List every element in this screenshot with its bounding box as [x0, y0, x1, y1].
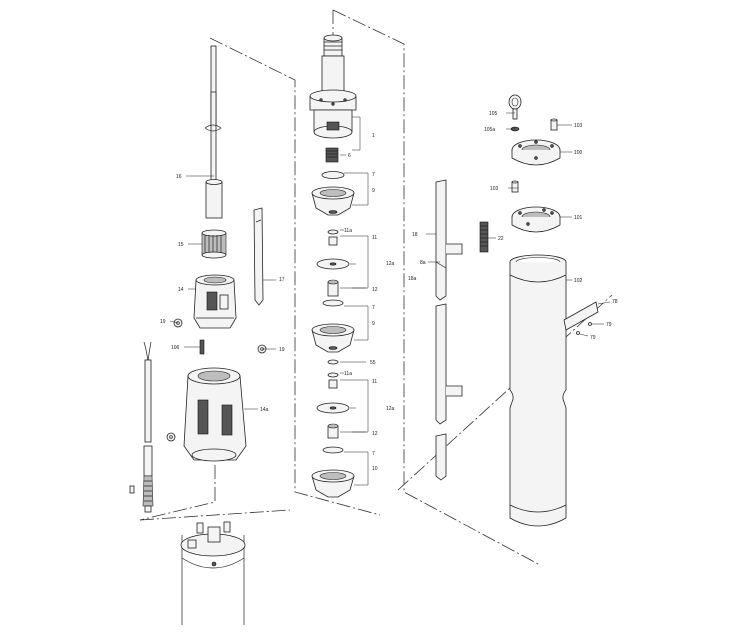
upper-flange — [511, 139, 561, 166]
cable-guard-upper — [435, 179, 463, 301]
stage-bowl-upper — [311, 171, 355, 216]
coupling-sleeve — [201, 229, 227, 259]
callout-11-lower: 11 — [372, 379, 377, 385]
cable-guard-strip — [253, 207, 264, 306]
callout-11a-upper: 11a — [344, 228, 352, 234]
impeller-lower — [316, 372, 350, 454]
pump-shaft — [204, 45, 223, 219]
callout-12-upper: 12 — [372, 287, 378, 293]
callout-10: 10 — [372, 466, 378, 472]
callout-11-upper: 11 — [372, 235, 377, 241]
callout-79-lower: 79 — [590, 335, 596, 341]
callout-106: 106 — [171, 345, 180, 351]
callout-7-middle: 7 — [372, 305, 375, 311]
callout-19-right: 19 — [279, 347, 285, 353]
callout-12-lower: 12 — [372, 431, 378, 437]
discharge-head — [309, 34, 357, 139]
pump-sleeve — [509, 254, 567, 527]
callout-7-upper: 7 — [372, 172, 375, 178]
callout-105: 105 — [489, 111, 498, 117]
callout-102: 102 — [574, 278, 583, 284]
callout-14: 14 — [178, 287, 184, 293]
callout-105a: 105a — [484, 127, 495, 133]
callout-8a: 8a — [420, 260, 426, 266]
callout-17: 17 — [279, 277, 285, 283]
callout-7-lower: 7 — [372, 451, 375, 457]
callout-9-middle: 9 — [372, 321, 375, 327]
lifting-eye — [508, 94, 558, 132]
callout-100: 100 — [574, 150, 583, 156]
name-plate — [563, 301, 599, 335]
callout-18: 18 — [412, 232, 418, 238]
motor-top — [180, 521, 246, 625]
callout-103-upper: 103 — [574, 123, 583, 129]
flange-bolt — [511, 180, 519, 193]
callout-9-upper: 9 — [372, 188, 375, 194]
callout-15: 15 — [178, 242, 184, 248]
lower-frame-dashed-outline — [139, 465, 291, 521]
callout-6: 6 — [348, 153, 351, 159]
callout-19-left: 19 — [160, 319, 166, 325]
callout-101: 101 — [574, 215, 583, 221]
motor-cable — [129, 341, 154, 513]
stage-bowl-middle — [311, 323, 355, 365]
lower-flange — [511, 206, 561, 233]
check-valve-spring — [325, 147, 339, 163]
impeller-upper — [316, 229, 350, 307]
motor-bracket — [166, 367, 247, 462]
callout-78: 78 — [612, 299, 618, 305]
callout-1: 1 — [372, 133, 375, 139]
leader-lines — [169, 112, 611, 486]
callout-11a-lower: 11a — [344, 371, 352, 377]
cable-guard-lower — [435, 303, 463, 481]
callout-55: 55 — [370, 360, 376, 366]
callout-79-right: 79 — [606, 322, 612, 328]
screw-bolt — [479, 221, 489, 253]
callout-12a-lower: 12a — [386, 406, 395, 412]
suction-interconnector — [193, 274, 237, 329]
callout-18a: 18a — [408, 276, 417, 282]
callout-22: 22 — [498, 236, 504, 242]
callout-16: 16 — [176, 174, 182, 180]
callout-103-lower: 103 — [490, 186, 499, 192]
callout-14a: 14a — [260, 407, 269, 413]
suction-bowl — [311, 469, 355, 498]
callout-labels: 1 6 7 9 11a 11 12a 12 7 9 55 11a 11 12a … — [160, 111, 618, 472]
callout-12a-upper: 12a — [386, 261, 395, 267]
